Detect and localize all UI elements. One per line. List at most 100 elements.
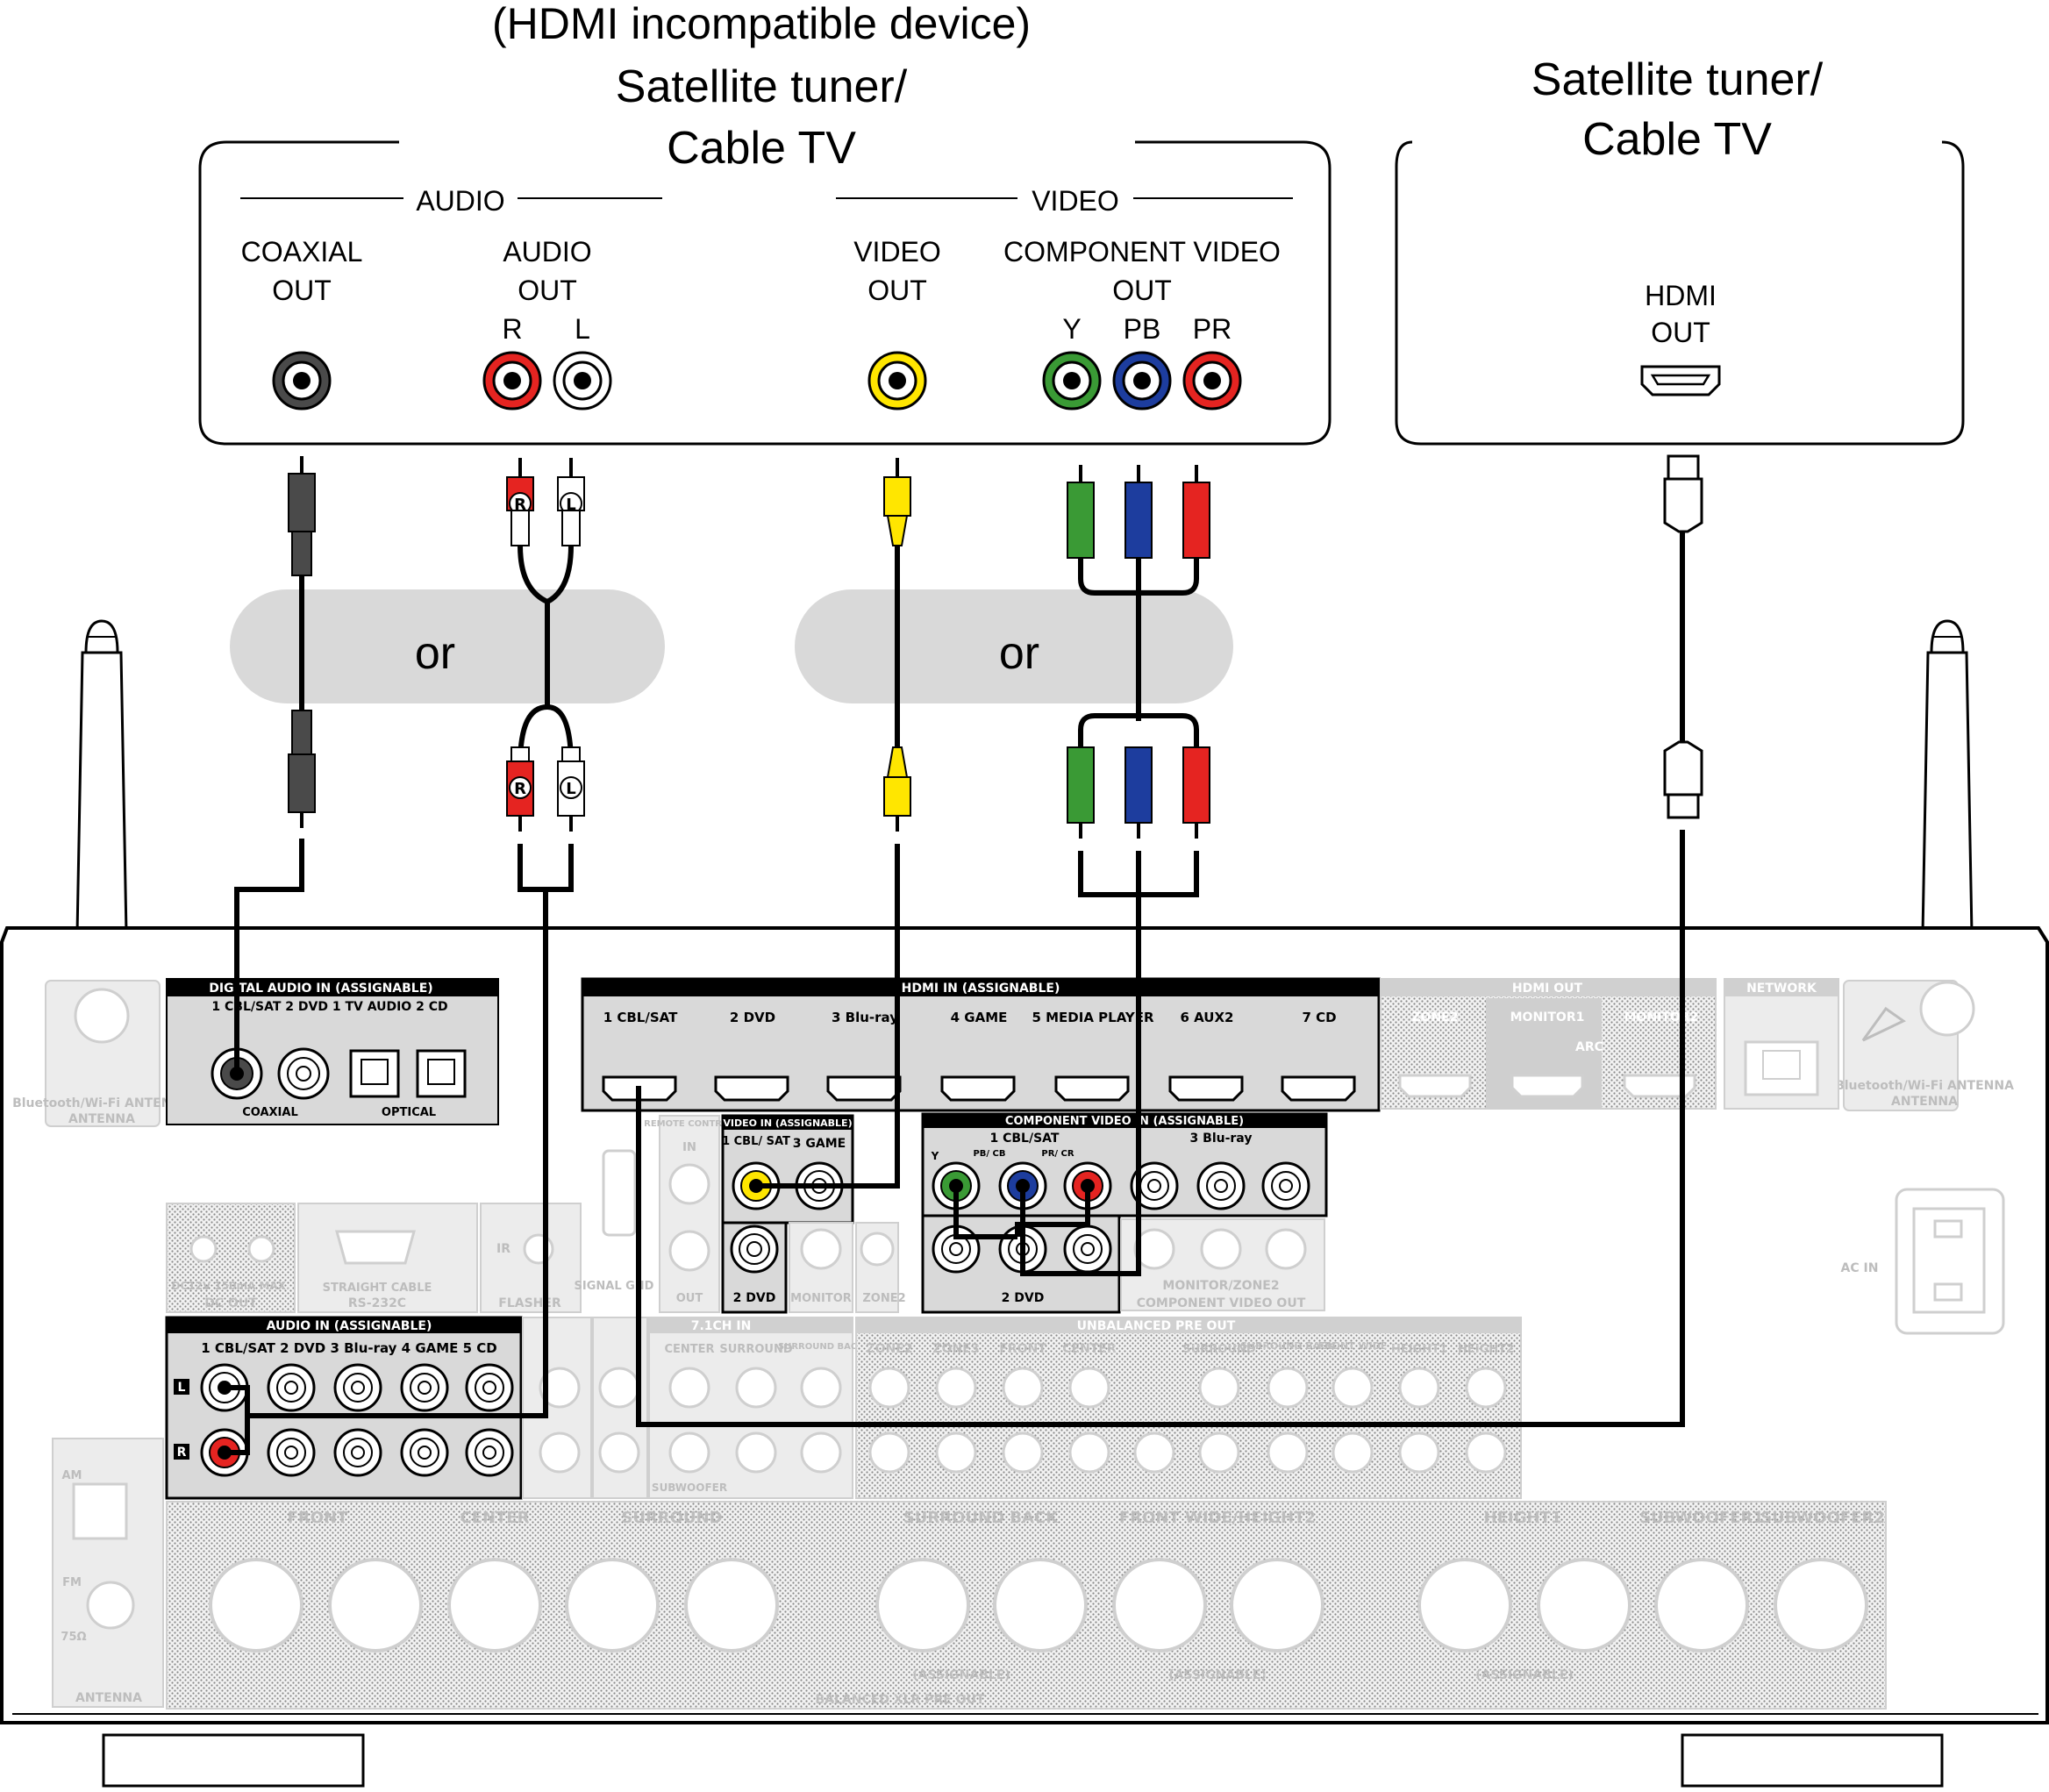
audio-out-label-1: AUDIO xyxy=(503,236,591,268)
dc-out-panel: DC12V 150mA MAX. DC OUT xyxy=(166,1203,296,1313)
hdmi-cable xyxy=(636,454,1703,1427)
hdmi-in-3-label: 3 Blu-ray xyxy=(832,1010,898,1025)
hdmi-out-label-2: OUT xyxy=(1651,317,1710,348)
or-label-audio: or xyxy=(415,628,455,679)
coaxial-out-jack xyxy=(272,351,332,411)
audio-group-label: AUDIO xyxy=(416,185,504,217)
plug-letter-r-bottom: R xyxy=(514,780,526,798)
remote-control-panel: REMOTE CONTROL IN OUT xyxy=(644,1115,735,1313)
pre-out-height1: HEIGHT1 xyxy=(1391,1343,1447,1356)
component-in-pr-label: PR/ CR xyxy=(1041,1149,1074,1159)
hdmi-out-port-icon xyxy=(1640,365,1721,396)
xlr-assignable-3: (ASSIGNABLE) xyxy=(1475,1668,1574,1682)
coaxial-out-label-2: OUT xyxy=(272,275,332,306)
video-in-panel: VIDEO IN (ASSIGNABLE) 1 CBL/ SAT 3 GAME … xyxy=(721,1114,906,1314)
hdmi-in-5-label: 5 MEDIA PLAYER xyxy=(1032,1010,1154,1025)
left-device-title-line2: Cable TV xyxy=(667,123,856,174)
comp-pr-label: PR xyxy=(1193,313,1232,345)
digital-audio-inputs: 1 CBL/SAT 2 DVD 1 TV AUDIO 2 CD xyxy=(211,1000,447,1014)
dc-out-label: DC OUT xyxy=(204,1296,257,1310)
plug-letter-l-top: L xyxy=(566,496,575,514)
right-device-title-line2: Cable TV xyxy=(1582,114,1772,165)
pre-out-surround-back: SURROUND BACK xyxy=(1240,1340,1335,1352)
xlr-surround-back: SURROUND BACK xyxy=(903,1509,1059,1527)
or-bubble-audio xyxy=(230,589,665,703)
audio-in-r-tag: R xyxy=(177,1446,187,1460)
optical-in-jack-2 xyxy=(416,1049,467,1098)
dc-spec-label: DC12V 150mA MAX. xyxy=(172,1280,290,1292)
signal-gnd: SIGNAL GND xyxy=(575,1149,654,1293)
seven-ch-surround: SURROUND xyxy=(719,1343,792,1356)
audio-r-label: R xyxy=(502,313,522,345)
hdmi-in-title: HDMI IN (ASSIGNABLE) xyxy=(902,982,1060,996)
remote-control-label: REMOTE CONTROL xyxy=(644,1119,735,1129)
xlr-height1: HEIGHT1 xyxy=(1484,1509,1562,1527)
component-in-1-label: 1 CBL/SAT xyxy=(990,1132,1060,1146)
video-in-title: VIDEO IN (ASSIGNABLE) xyxy=(723,1117,852,1129)
am-fm-antenna-panel: AM FM 75Ω ANTENNA xyxy=(52,1438,164,1708)
balanced-xlr-title: BALANCED XLR PRE OUT xyxy=(816,1693,985,1707)
component-out-label-2: OUT xyxy=(1112,275,1172,306)
hdmi-out-title: HDMI OUT xyxy=(1512,982,1583,996)
component-pb-jack xyxy=(1112,351,1172,411)
ohm-label: 75Ω xyxy=(61,1631,86,1644)
pre-out-zone2: ZONE2 xyxy=(866,1342,912,1356)
pre-out-center: CENTER xyxy=(1062,1342,1117,1356)
hdmi-in-6-label: 6 AUX2 xyxy=(1181,1010,1234,1025)
ir-label: IR xyxy=(496,1242,510,1256)
hdmi-in-1-label: 1 CBL/SAT xyxy=(603,1010,678,1025)
hdmi-out-monitor1: MONITOR1 xyxy=(1510,1010,1585,1025)
fm-label: FM xyxy=(62,1576,82,1589)
audio-in-inputs: 1 CBL/SAT 2 DVD 3 Blu-ray 4 GAME 5 CD xyxy=(201,1340,497,1356)
bt-antenna-right-label: Bluetooth/Wi-Fi ANTENNA xyxy=(1835,1079,2014,1093)
comp-pb-label: PB xyxy=(1124,313,1161,345)
xlr-sub1: SUBWOOFER1 xyxy=(1639,1509,1764,1527)
hdmi-out-monitor2: MONITOR2 xyxy=(1624,1010,1699,1025)
pre-out-zone3: ZONE3 xyxy=(932,1342,979,1356)
bt-antenna-right-label-2: ANTENNA xyxy=(1891,1095,1958,1109)
component-in-y-label: Y xyxy=(931,1150,939,1162)
signal-gnd-label: SIGNAL GND xyxy=(575,1280,654,1293)
network-label: NETWORK xyxy=(1746,982,1817,996)
hdmi-in-port-7 xyxy=(1281,1075,1356,1102)
video-out-label-2: OUT xyxy=(867,275,927,306)
hdmi-out-panel: HDMI OUT ZONE2 MONITOR1 MONITOR2 ARC xyxy=(1380,978,1717,1110)
pre-out-surround: SURROUND xyxy=(1182,1343,1255,1356)
right-device-title-line1: Satellite tuner/ xyxy=(1531,54,1824,105)
video-monitor-label: MONITOR xyxy=(790,1292,852,1305)
audio-out-label-2: OUT xyxy=(518,275,577,306)
audio-l-label: L xyxy=(575,313,590,345)
optical-in-jack-1 xyxy=(349,1049,400,1098)
video-in-2-label: 2 DVD xyxy=(733,1291,776,1305)
xlr-center: CENTER xyxy=(460,1509,529,1527)
component-in-title: COMPONENT VIDEO IN (ASSIGNABLE) xyxy=(1005,1115,1244,1128)
seven-ch-surround-back: SURROUND BACK xyxy=(778,1342,865,1352)
subwoofer-in-label: SUBWOOFER xyxy=(652,1481,727,1494)
video-in-1-label: 1 CBL/ SAT xyxy=(722,1135,790,1148)
ac-in-panel: AC IN xyxy=(1841,1188,2005,1335)
seven-ch-in-title: 7.1CH IN xyxy=(691,1319,752,1333)
pre-out-height2: HEIGHT2 xyxy=(1458,1343,1514,1356)
xlr-front: FRONT xyxy=(288,1509,349,1527)
am-label: AM xyxy=(62,1469,82,1482)
monitor-zone2-label: MONITOR/ZONE2 xyxy=(1162,1279,1279,1293)
rs232c-label: RS-232C xyxy=(348,1296,406,1310)
video-out-label-1: VIDEO xyxy=(853,236,941,268)
rs232c-panel: STRAIGHT CABLE RS-232C xyxy=(297,1203,478,1313)
component-pr-jack xyxy=(1182,351,1242,411)
audio-out-l-jack xyxy=(553,351,612,411)
rc-in-label: IN xyxy=(682,1141,696,1154)
unbalanced-pre-out-panel: UNBALANCED PRE OUT ZONE2 ZONE3 FRONT CEN… xyxy=(855,1317,1522,1499)
plug-letter-l-bottom: L xyxy=(566,780,575,798)
xlr-assignable-2: (ASSIGNABLE) xyxy=(1168,1668,1267,1682)
ac-in-label: AC IN xyxy=(1841,1261,1879,1275)
hdmi-out-zone2: ZONE2 xyxy=(1411,1010,1458,1025)
rc-out-label: OUT xyxy=(676,1292,703,1305)
straight-cable-label: STRAIGHT CABLE xyxy=(323,1282,432,1295)
audio-in-l-tag: L xyxy=(178,1381,186,1395)
unbalanced-pre-out-title: UNBALANCED PRE OUT xyxy=(1077,1319,1236,1333)
audio-in-panel: AUDIO IN (ASSIGNABLE) 1 CBL/SAT 2 DVD 3 … xyxy=(165,1316,523,1500)
component-in-pb-label: PB/ CB xyxy=(973,1149,1005,1159)
network-panel: NETWORK xyxy=(1724,978,1839,1110)
